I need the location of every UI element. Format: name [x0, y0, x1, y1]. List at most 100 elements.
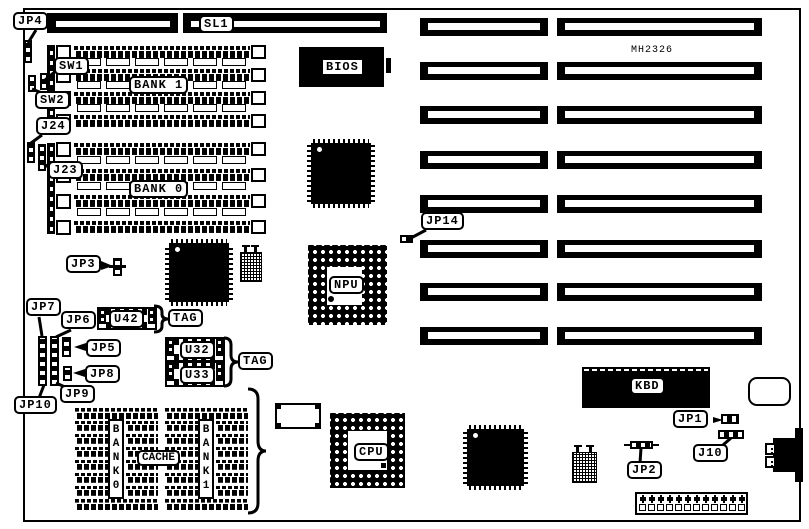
- u32-chip-endcap: [216, 339, 223, 356]
- brace-cache: [247, 387, 267, 515]
- u32-chip-pin: [169, 341, 172, 344]
- isa-slot-stripe: [428, 111, 540, 118]
- simm-slot-cell: [106, 156, 130, 164]
- simm-slot-cell: [135, 156, 159, 164]
- j24-pointer: [30, 133, 43, 145]
- isa-slot-stripe: [565, 332, 754, 339]
- simm-pin-row: [74, 143, 250, 155]
- isa-slot-stripe: [565, 245, 754, 252]
- cache-bank0-socket-row: [75, 408, 158, 419]
- u33-chip-endcap: [216, 363, 223, 381]
- cpu-pin1-dot: [381, 463, 386, 468]
- isa-slot-stripe: [565, 67, 754, 74]
- cache-bank1-socket-row: [216, 421, 248, 431]
- power-connector-pin-head: [640, 497, 646, 501]
- j23-connector: [38, 144, 46, 171]
- cache-bank1-socket-row: [216, 447, 248, 457]
- cache-bank1-socket-row: [216, 434, 248, 444]
- simm-slot-cell: [193, 182, 217, 190]
- label-sl1: SL1: [199, 15, 234, 33]
- label-jp5: JP5: [86, 339, 121, 357]
- isa-slot-stripe: [428, 156, 540, 163]
- cache-bank0-socket-row: [126, 473, 158, 483]
- chipset-chip-3-pins: [524, 431, 528, 484]
- label-npu: NPU: [329, 276, 364, 294]
- jp4-connector: [24, 40, 32, 63]
- din-connector-outline: [748, 377, 791, 406]
- simm-latch: [251, 220, 266, 234]
- cache-bank0-socket-row: [75, 447, 108, 457]
- cache-bank1-socket-row: [165, 460, 198, 470]
- label-u33: U33: [180, 366, 215, 384]
- label-mh2326: MH2326: [631, 45, 674, 56]
- isa-slot: [420, 195, 548, 213]
- npu-pin1-dot: [328, 296, 334, 302]
- isa-slot: [420, 327, 548, 345]
- jp14-jumper: [400, 235, 413, 243]
- chipset-chip-2-pin1-dot: [175, 247, 180, 252]
- crystal-2-cap: [586, 445, 594, 447]
- power-connector-pin-head: [676, 497, 682, 501]
- simm-slot-cell: [135, 58, 159, 66]
- jp1-pointer: [713, 417, 723, 423]
- u32-chip-pin: [169, 348, 172, 351]
- chipset-chip-1-pins: [371, 145, 375, 202]
- isa-slot-stripe: [428, 200, 540, 207]
- edge-connector-pin-block: [765, 456, 776, 468]
- chipset-chip-3-pins: [463, 431, 467, 484]
- crystal-2-cap: [574, 445, 582, 447]
- isa-slot-stripe: [565, 23, 754, 30]
- brace-u42-tag: [153, 304, 169, 334]
- j10-pointer: [722, 436, 732, 447]
- power-connector-cell: [666, 504, 673, 511]
- jp7-jumper: [38, 336, 47, 386]
- power-connector-cell: [657, 504, 664, 511]
- isa-slot: [420, 18, 548, 36]
- isa-slot: [557, 106, 762, 124]
- u42-chip-pin: [101, 311, 104, 314]
- simm-pin-row: [74, 46, 250, 58]
- power-connector-pin-head: [667, 497, 673, 501]
- cache-bank0-socket-row: [126, 434, 158, 444]
- edge-pin-dots: [771, 459, 773, 467]
- sl1-slot-stripe: [191, 21, 380, 27]
- simm-endcap: [47, 143, 55, 234]
- cache-bank1-socket-row: [165, 434, 198, 444]
- jp8-pointer: [73, 369, 85, 377]
- isa-slot: [557, 327, 762, 345]
- isa-slot: [420, 62, 548, 80]
- jp6-pointer: [55, 328, 72, 339]
- cache-bank0-socket-row: [75, 499, 158, 510]
- simm-pin-row: [74, 169, 250, 181]
- jp2-jumper: [630, 441, 653, 449]
- sw2-switch: [40, 73, 48, 90]
- label-jp1: JP1: [673, 410, 708, 428]
- power-connector-pin-head: [658, 497, 664, 501]
- power-connector-cell: [720, 504, 727, 511]
- power-connector: [635, 492, 748, 515]
- u32-chip-pin: [218, 348, 221, 351]
- simm-slot-cell: [222, 182, 246, 190]
- u33-chip-pin: [218, 372, 221, 375]
- power-connector-cell: [738, 504, 745, 511]
- edge-pin-dots: [771, 446, 773, 454]
- chipset-chip-1-pins: [313, 204, 369, 208]
- jp5-jumper: [62, 337, 71, 357]
- u33-chip-pin: [169, 372, 172, 375]
- jp5-pointer: [74, 343, 86, 351]
- label-jp9: JP9: [60, 385, 95, 403]
- simm-endcap-pins: [50, 48, 53, 125]
- label-j23: J23: [48, 161, 83, 179]
- power-connector-pin-head: [712, 497, 718, 501]
- simm-pin-row: [74, 92, 250, 104]
- isa-slot: [557, 151, 762, 169]
- simm-slot-cell: [164, 104, 188, 112]
- label-jp6: JP6: [61, 311, 96, 329]
- jp14-pointer: [410, 228, 427, 240]
- label-bios: BIOS: [323, 60, 362, 74]
- empty-socket-corner: [315, 423, 319, 427]
- isa-slot: [557, 195, 762, 213]
- isa-slot: [557, 18, 762, 36]
